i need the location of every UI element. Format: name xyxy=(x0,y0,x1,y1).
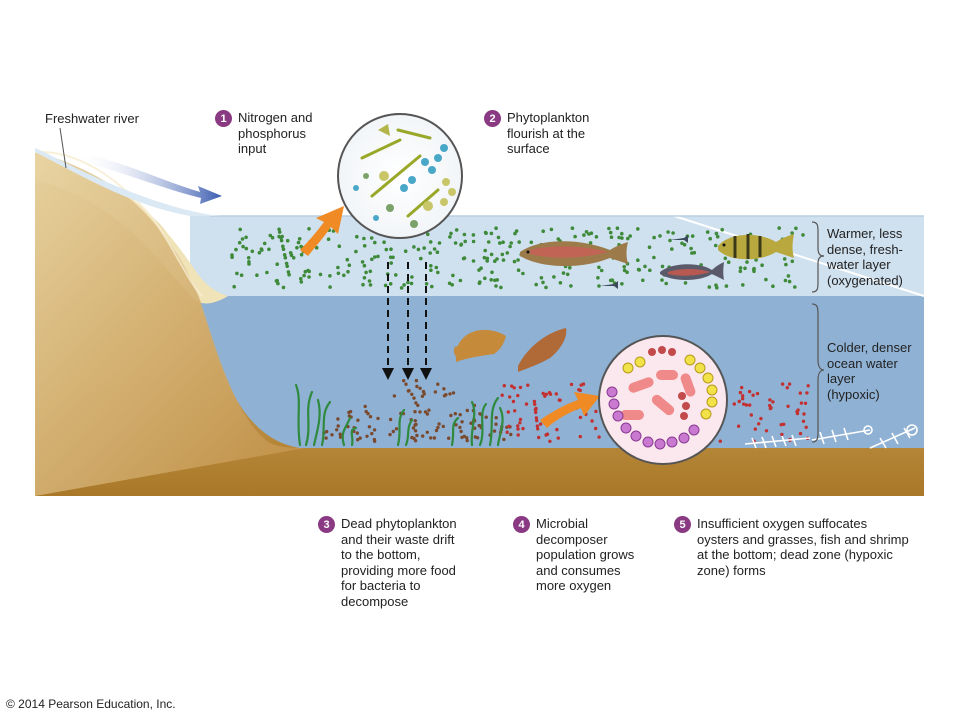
step-4-badge: 4 xyxy=(513,516,530,533)
warm-layer-label: Warmer, less dense, fresh- water layer (… xyxy=(827,226,903,288)
cold-water-layer xyxy=(190,296,924,448)
dead-phytoplankton-dots xyxy=(322,378,513,443)
drift-arrows xyxy=(387,262,427,370)
dead-fish-skeletons xyxy=(744,424,918,449)
step-5-badge: 5 xyxy=(674,516,691,533)
step-4: 4 Microbial decomposer population grows … xyxy=(513,516,634,594)
cold-layer-label: Colder, denser ocean water layer (hypoxi… xyxy=(827,340,912,402)
step-1: 1 Nitrogen and phosphorus input xyxy=(215,110,312,157)
phytoplankton-magnified-circle xyxy=(337,113,463,239)
step-2-badge: 2 xyxy=(484,110,501,127)
step-2: 2 Phytoplankton flourish at the surface xyxy=(484,110,589,157)
perch-fish xyxy=(718,234,794,260)
step-4-text: Microbial decomposer population grows an… xyxy=(536,516,635,593)
cold-layer-fish xyxy=(453,328,567,372)
small-fish xyxy=(660,262,724,280)
nutrient-input-arrow xyxy=(300,206,344,256)
step-3-text: Dead phytoplankton and their waste drift… xyxy=(341,516,457,609)
copyright-notice: © 2014 Pearson Education, Inc. xyxy=(6,697,176,711)
tiny-fish xyxy=(600,235,688,289)
step-5: 5 Insufficient oxygen suffocates oysters… xyxy=(674,516,909,578)
river-flow-arrow xyxy=(75,152,222,204)
layer-brackets xyxy=(811,221,825,443)
freshwater-river-label: Freshwater river xyxy=(45,111,139,126)
phytoplankton-dots xyxy=(230,226,805,290)
step-2-text: Phytoplankton flourish at the surface xyxy=(507,110,590,156)
decomposer-arrow xyxy=(540,392,600,428)
trout-fish xyxy=(520,241,628,267)
step-1-text: Nitrogen and phosphorus input xyxy=(238,110,313,156)
bacteria-magnified-circle xyxy=(598,335,728,465)
step-1-badge: 1 xyxy=(215,110,232,127)
step-3-badge: 3 xyxy=(318,516,335,533)
seagrass xyxy=(294,383,504,447)
step-3: 3 Dead phytoplankton and their waste dri… xyxy=(318,516,457,609)
step-5-text: Insufficient oxygen suffocates oysters a… xyxy=(697,516,909,578)
